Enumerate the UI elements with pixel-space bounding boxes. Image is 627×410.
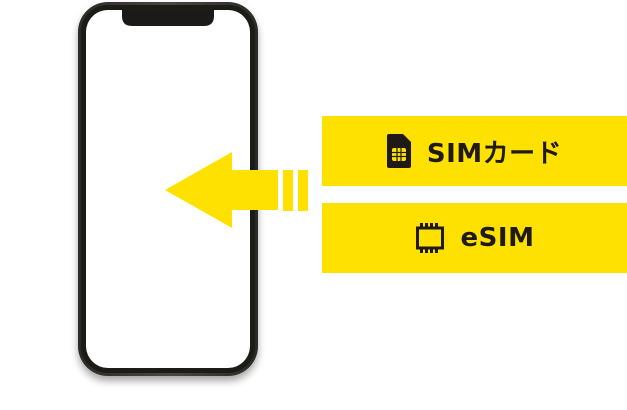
sim-card-option[interactable]: SIMカード	[322, 116, 627, 186]
insert-bar	[283, 170, 293, 211]
phone-notch	[122, 10, 214, 26]
esim-chip-icon	[415, 223, 444, 253]
esim-label: eSIM	[460, 223, 535, 253]
sim-card-label: SIMカード	[426, 138, 563, 169]
insert-bar	[298, 170, 308, 211]
sim-card-icon	[386, 134, 411, 168]
esim-option[interactable]: eSIM	[322, 203, 627, 273]
arrow-left-icon	[165, 152, 278, 228]
